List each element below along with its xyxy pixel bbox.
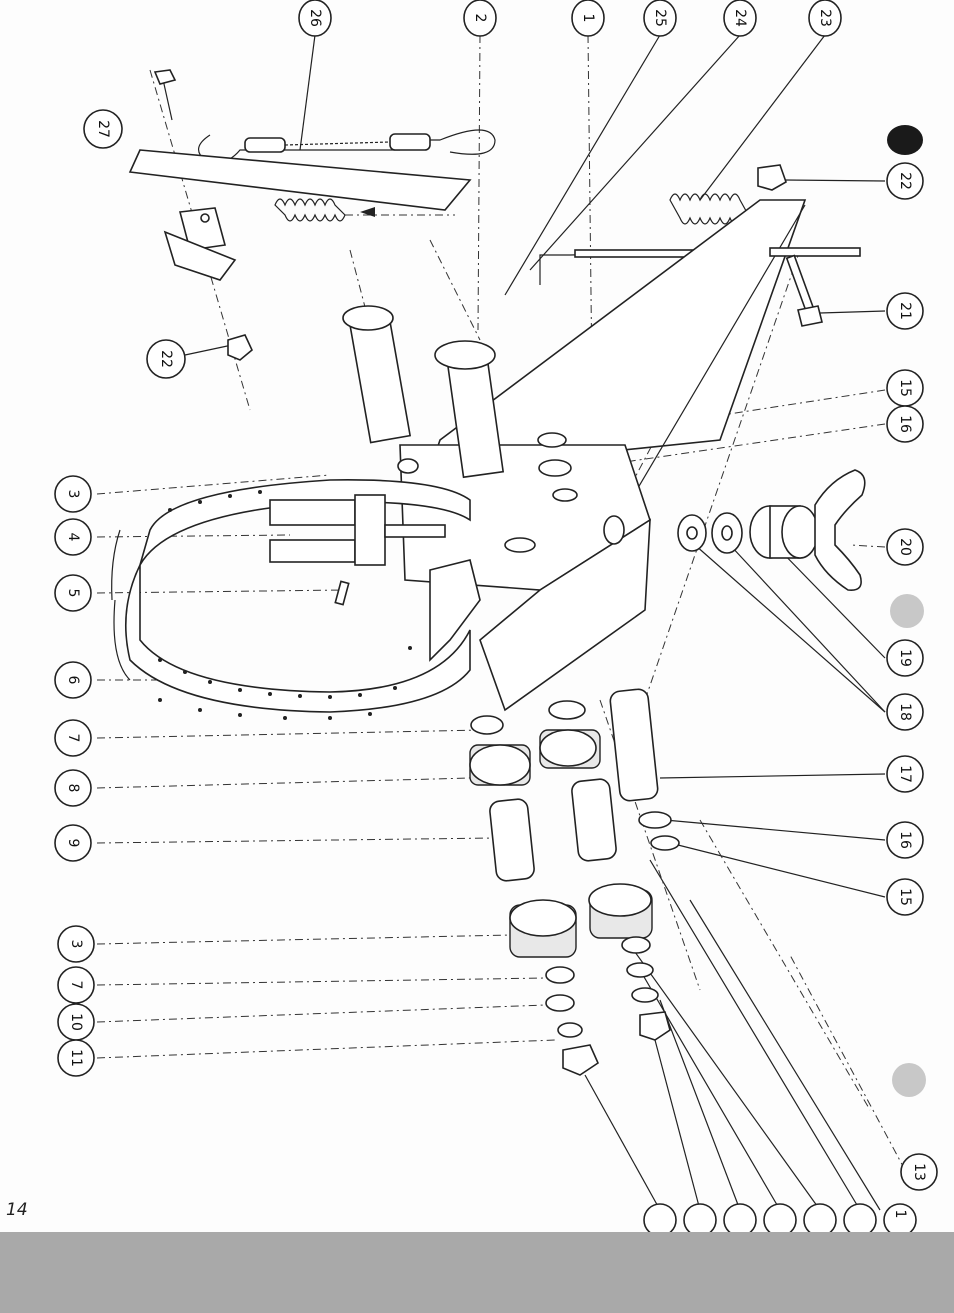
nut-22-right [758, 165, 786, 190]
callout-2: 2 [464, 0, 496, 36]
svg-text:23: 23 [817, 9, 833, 27]
callout-18: 18 [887, 694, 923, 730]
callout-22-left: 22 [147, 340, 185, 378]
callout-23: 23 [809, 0, 841, 36]
callout-15-upper: 15 [887, 370, 923, 406]
svg-text:16: 16 [897, 415, 913, 433]
svg-text:3: 3 [65, 490, 81, 499]
svg-text:26: 26 [307, 9, 323, 27]
callout-21: 21 [887, 293, 923, 329]
svg-text:22: 22 [158, 350, 174, 368]
wing-nut-stack [678, 470, 865, 590]
lower-bearings [470, 688, 679, 1075]
callout-24: 24 [724, 0, 756, 36]
callout-9: 9 [55, 825, 91, 861]
callout-20: 20 [887, 529, 923, 565]
drawing-sheet: 26 2 1 25 24 23 22 21 [0, 0, 954, 1232]
svg-text:24: 24 [732, 9, 748, 27]
punch-hole-top [887, 125, 923, 155]
svg-text:15: 15 [897, 379, 913, 397]
exploded-parts-diagram: 26 2 1 25 24 23 22 21 [0, 0, 954, 1232]
scanner-border [0, 1232, 954, 1313]
callout-26: 26 [299, 0, 331, 36]
svg-text:19: 19 [897, 649, 913, 667]
svg-text:25: 25 [652, 9, 668, 27]
spring-left [275, 199, 375, 221]
callout-13: 13 [901, 1154, 937, 1190]
callout-11: 11 [58, 1040, 94, 1076]
callouts-right: 22 21 15 16 20 19 18 17 [887, 163, 937, 1190]
svg-text:10: 10 [68, 1013, 84, 1031]
svg-text:1: 1 [580, 14, 596, 23]
callout-16-lower: 16 [887, 822, 923, 858]
svg-text:3: 3 [68, 940, 84, 949]
svg-text:11: 11 [68, 1049, 84, 1067]
svg-text:5: 5 [65, 589, 81, 598]
cable-assembly [199, 130, 495, 162]
callout-1: 1 [572, 0, 604, 36]
callout-27: 27 [84, 110, 122, 148]
callouts-left: 3 4 5 6 7 8 9 3 [55, 476, 94, 1076]
callout-7-lower: 7 [58, 967, 94, 1003]
callout-22-right: 22 [887, 163, 923, 199]
nut-22-left [228, 335, 252, 360]
svg-text:9: 9 [65, 839, 81, 848]
svg-text:4: 4 [65, 533, 81, 542]
page-number: 14 [6, 1200, 28, 1220]
bolt-top-left [155, 70, 175, 120]
callout-17: 17 [887, 756, 923, 792]
left-bracket [165, 208, 235, 280]
callout-16-upper: 16 [887, 406, 923, 442]
svg-text:6: 6 [65, 676, 81, 685]
svg-text:7: 7 [65, 734, 81, 743]
callout-4: 4 [55, 519, 91, 555]
svg-text:27: 27 [95, 120, 111, 138]
svg-text:1: 1 [892, 1210, 908, 1219]
callout-3-upper: 3 [55, 476, 91, 512]
svg-text:8: 8 [65, 784, 81, 793]
callout-5: 5 [55, 575, 91, 611]
svg-text:7: 7 [68, 981, 84, 990]
svg-text:21: 21 [897, 302, 913, 320]
svg-text:18: 18 [897, 703, 913, 721]
svg-text:16: 16 [897, 831, 913, 849]
callout-19: 19 [887, 640, 923, 676]
punch-hole-middle [890, 594, 924, 628]
svg-text:15: 15 [897, 888, 913, 906]
callouts-bottom: 1 [644, 1204, 916, 1232]
svg-text:20: 20 [897, 538, 913, 556]
punch-hole-bottom [892, 1063, 926, 1097]
callouts-top: 26 2 1 25 24 23 [299, 0, 841, 36]
callout-15-lower: 15 [887, 879, 923, 915]
callout-6: 6 [55, 662, 91, 698]
callout-1-bottom: 1 [884, 1204, 916, 1232]
callout-10: 10 [58, 1004, 94, 1040]
svg-text:2: 2 [472, 14, 488, 23]
svg-text:13: 13 [911, 1163, 927, 1181]
svg-text:22: 22 [897, 172, 913, 190]
callout-8: 8 [55, 770, 91, 806]
svg-text:17: 17 [897, 765, 913, 783]
callout-7-upper: 7 [55, 720, 91, 756]
callout-3-lower: 3 [58, 926, 94, 962]
mount-plate [130, 150, 470, 210]
callout-25: 25 [644, 0, 676, 36]
